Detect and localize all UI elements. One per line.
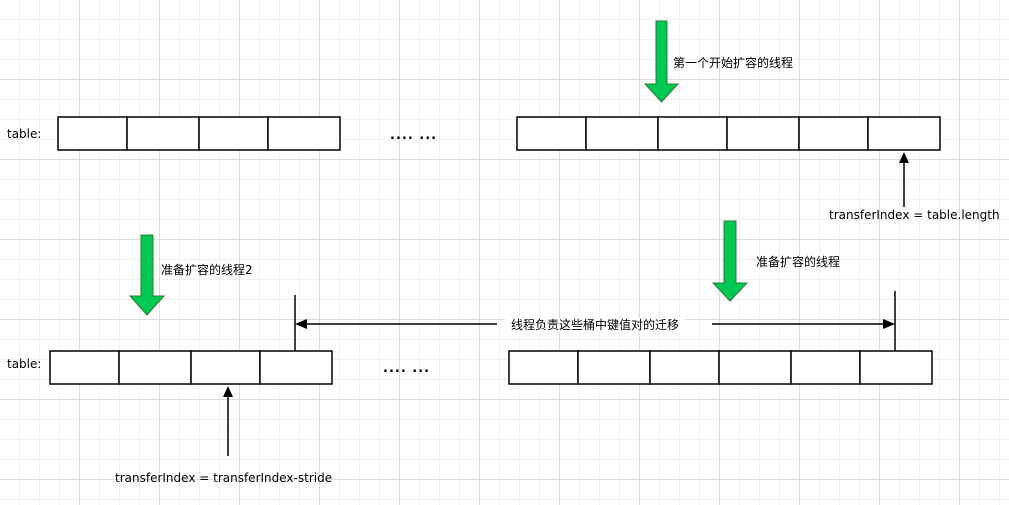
arrowhead-left <box>295 319 307 329</box>
table-top-left <box>57 116 341 151</box>
table-cell <box>657 116 728 151</box>
table-cell <box>577 350 651 385</box>
table-cell <box>267 116 341 151</box>
ellipsis-bottom: .... ... <box>383 361 431 376</box>
span-responsibility-label: 线程负责这些桶中键值对的迁移 <box>505 318 686 332</box>
table-cell <box>859 350 933 385</box>
table-cell <box>798 116 869 151</box>
table-cell <box>118 350 192 385</box>
preparing-thread-label: 准备扩容的线程 <box>756 255 841 269</box>
preparing-thread-2-label: 准备扩容的线程2 <box>161 263 253 277</box>
arrow-down-icon <box>128 234 166 316</box>
table-cell <box>126 116 200 151</box>
table-cell <box>259 350 333 385</box>
table-cell <box>718 350 792 385</box>
table-cell <box>790 350 861 385</box>
table-cell <box>585 116 659 151</box>
table-label-top: table: <box>7 127 42 141</box>
transfer-index-top-label: transferIndex = table.length <box>829 208 1000 222</box>
ellipsis-top: .... ... <box>390 128 438 143</box>
table-top-right <box>516 116 941 151</box>
table-cell <box>508 350 579 385</box>
table-cell <box>649 350 720 385</box>
arrow-down-icon <box>711 220 749 302</box>
first-thread-label: 第一个开始扩容的线程 <box>673 56 794 70</box>
table-cell <box>49 350 120 385</box>
table-cell <box>190 350 261 385</box>
table-cell <box>867 116 941 151</box>
arrowhead-right <box>883 319 895 329</box>
arrowhead-up <box>899 152 909 163</box>
table-label-bottom: table: <box>7 357 42 371</box>
table-cell <box>516 116 587 151</box>
transfer-index-bottom-label: transferIndex = transferIndex-stride <box>115 471 333 485</box>
table-cell <box>198 116 269 151</box>
arrow-down-icon <box>643 20 680 103</box>
table-bottom-right <box>508 350 933 385</box>
arrowhead-up <box>223 386 233 397</box>
table-cell <box>726 116 800 151</box>
table-cell <box>57 116 128 151</box>
table-bottom-left <box>49 350 333 385</box>
